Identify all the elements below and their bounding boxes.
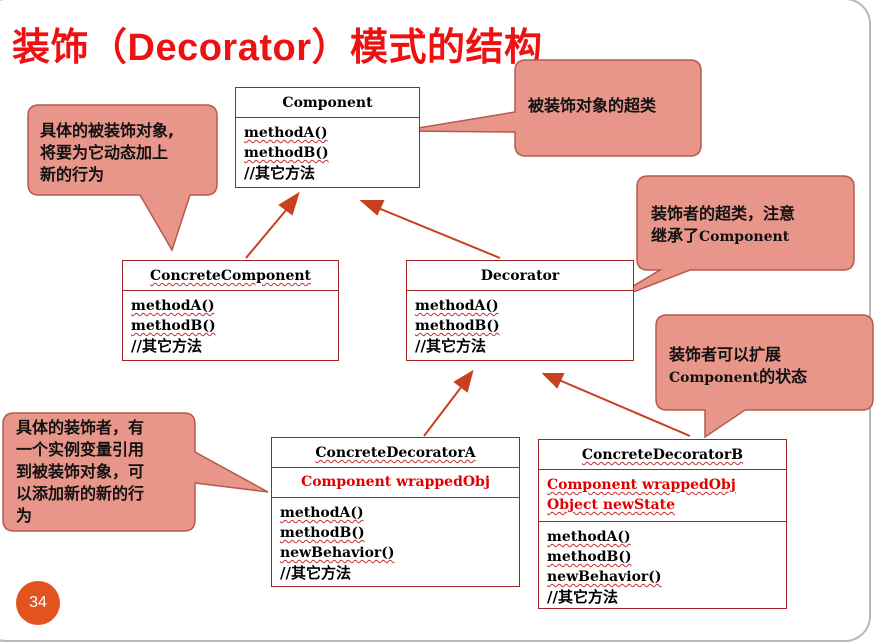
callout-concrete-decorated-shape	[27, 104, 218, 252]
arrowhead-component-right	[359, 200, 385, 216]
method: methodA()	[415, 298, 499, 314]
class-name-text: ConcreteDecoratorA	[315, 445, 476, 461]
arrowhead-decorator-left	[453, 369, 474, 393]
callout-line-suffix: 的状态	[759, 367, 808, 386]
uml-class-concretedecoratorb: ConcreteDecoratorB Component wrappedObj …	[538, 439, 787, 609]
arrow-concretecomponent-to-component	[245, 208, 288, 259]
callout-extend-state-text: 装饰者可以扩展 Component的状态	[669, 344, 807, 389]
class-name: Component	[236, 88, 419, 118]
method: newBehavior()	[280, 545, 395, 561]
method: methodB()	[244, 145, 329, 161]
method-comment: //其它方法	[415, 337, 486, 355]
callout-line: 具体的装饰者，有	[16, 418, 145, 437]
callout-shapes	[2, 59, 874, 532]
method: methodB()	[280, 525, 365, 541]
callout-concrete-decorator-shape	[2, 412, 269, 532]
class-methods: methodA() methodB() newBehavior() //其它方法	[272, 498, 519, 587]
arrowhead-decorator-right	[541, 373, 565, 389]
class-fields: Component wrappedObj Object newState	[539, 470, 786, 522]
callout-super-shape	[399, 59, 702, 157]
class-name-text: ConcreteDecoratorB	[581, 447, 744, 463]
class-methods: methodA() methodB() //其它方法	[123, 291, 338, 360]
method: methodB()	[415, 318, 500, 334]
method-comment: //其它方法	[280, 564, 351, 582]
callout-decorator-super-shape	[604, 175, 855, 304]
class-name: Decorator	[407, 261, 633, 291]
callout-super-line: 被装饰对象的超类	[528, 96, 657, 115]
arrow-decoratorb-to-decorator	[558, 379, 691, 437]
callout-line: 将要为它动态加上	[40, 143, 169, 162]
arrowhead-component-left	[278, 191, 300, 216]
slide-title: 装饰（Decorator）模式的结构	[12, 27, 543, 69]
class-name: ConcreteDecoratorB	[539, 440, 786, 470]
class-name: ConcreteComponent	[123, 261, 338, 291]
callout-line: 为	[16, 506, 33, 525]
method: methodB()	[547, 549, 632, 565]
callout-line: 装饰者的超类，注意	[651, 204, 796, 223]
method: methodB()	[131, 318, 216, 334]
uml-class-concretecomponent: ConcreteComponent methodA() methodB() //…	[122, 260, 339, 361]
arrow-decorator-to-component	[377, 207, 501, 259]
class-name-text: ConcreteComponent	[150, 268, 311, 284]
callout-extend-state-shape	[655, 314, 874, 439]
callout-line-prefix: 继承了	[651, 226, 700, 245]
callout-decorator-super-text: 装饰者的超类，注意 继承了Component	[651, 203, 795, 248]
method: methodA()	[131, 298, 215, 314]
field: Component wrappedObj	[547, 477, 736, 493]
uml-class-concretedecoratora: ConcreteDecoratorA Component wrappedObj …	[271, 437, 520, 587]
page-number-badge: 34	[16, 581, 60, 625]
callout-line: 以添加新的新的行	[16, 484, 145, 503]
method-comment: //其它方法	[244, 164, 315, 182]
callout-line: 继承了Component	[651, 225, 795, 248]
method: methodA()	[244, 125, 328, 141]
uml-class-decorator: Decorator methodA() methodB() //其它方法	[406, 260, 634, 361]
callout-line: 一个实例变量引用	[16, 440, 145, 459]
method-comment: //其它方法	[131, 337, 202, 355]
callout-line: 具体的被装饰对象,	[40, 121, 175, 140]
class-methods: methodA() methodB() newBehavior() //其它方法	[539, 522, 786, 611]
callout-code-word: Component	[699, 229, 790, 245]
callout-code-word: Component	[669, 370, 760, 386]
callout-line: 到被装饰对象，可	[16, 462, 145, 481]
field: Object newState	[547, 497, 675, 513]
field: Component wrappedObj	[280, 472, 511, 492]
callout-concrete-decorated-text: 具体的被装饰对象, 将要为它动态加上 新的行为	[40, 120, 174, 186]
method: methodA()	[280, 505, 364, 521]
field-text: Component wrappedObj	[301, 474, 490, 490]
callout-concrete-decorator-text: 具体的装饰者，有 一个实例变量引用 到被装饰对象，可 以添加新的新的行 为	[16, 417, 144, 527]
method: newBehavior()	[547, 569, 662, 585]
class-methods: methodA() methodB() //其它方法	[236, 118, 419, 187]
inheritance-arrows	[245, 191, 691, 437]
callout-super-text: 被装饰对象的超类	[528, 95, 656, 117]
method-comment: //其它方法	[547, 588, 618, 606]
callout-line: Component的状态	[669, 366, 807, 389]
callout-line: 新的行为	[40, 165, 105, 184]
uml-class-component: Component methodA() methodB() //其它方法	[235, 87, 420, 188]
method: methodA()	[547, 529, 631, 545]
class-fields: Component wrappedObj	[272, 468, 519, 498]
class-name: ConcreteDecoratorA	[272, 438, 519, 468]
class-methods: methodA() methodB() //其它方法	[407, 291, 633, 360]
callout-line: 装饰者可以扩展	[669, 345, 782, 364]
arrow-decoratora-to-decorator	[423, 385, 463, 437]
